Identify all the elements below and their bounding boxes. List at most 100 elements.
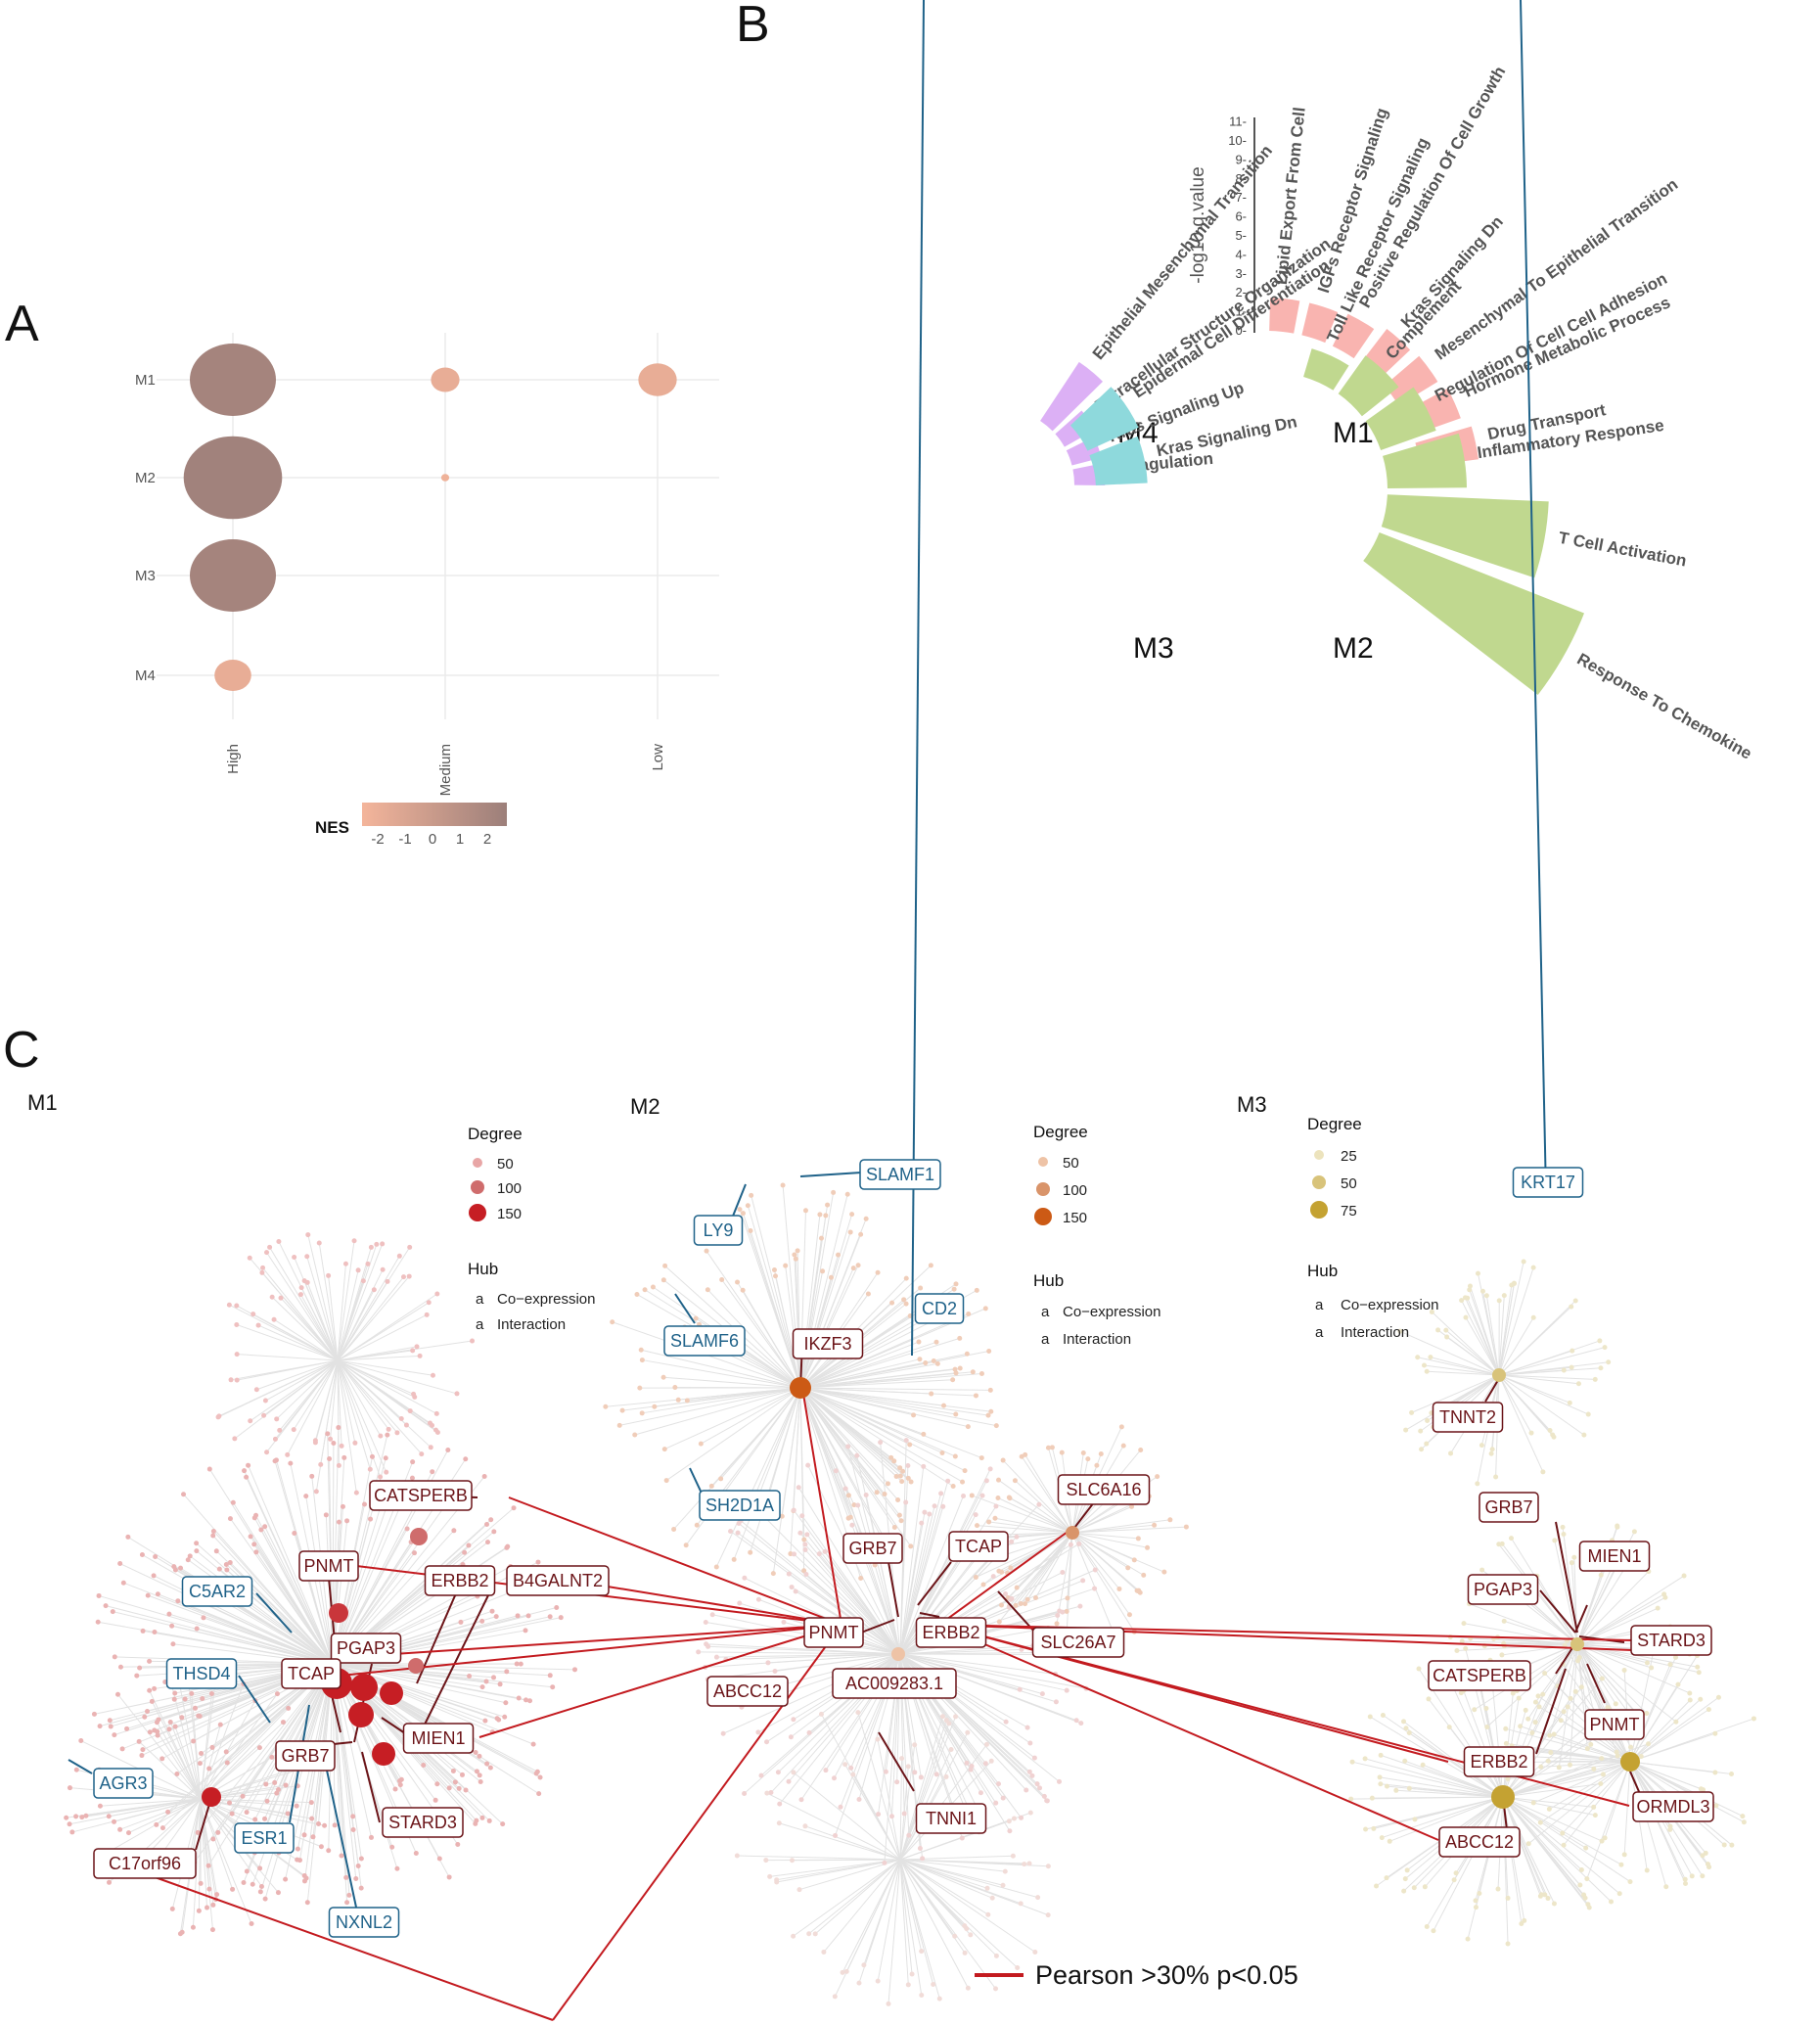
- bg-node: [1406, 1730, 1412, 1736]
- bg-edge: [1511, 1538, 1578, 1645]
- leader-m2-slamf1: [799, 1172, 862, 1177]
- bg-edge: [749, 1500, 901, 1655]
- bg-edge: [1380, 1776, 1504, 1798]
- hub-node: [891, 1647, 905, 1661]
- bg-edge: [1576, 1575, 1685, 1645]
- bg-node: [964, 1351, 970, 1357]
- bg-edge: [685, 1387, 801, 1546]
- bg-node: [845, 1444, 851, 1450]
- bg-node: [272, 1779, 278, 1785]
- bg-node: [1598, 1572, 1604, 1578]
- gene-label-m3-erbb2: ERBB2: [1470, 1752, 1527, 1772]
- bg-node: [210, 1836, 216, 1842]
- bg-edge: [899, 1859, 988, 1889]
- bg-edge: [1071, 1532, 1144, 1576]
- leader-m1-thsd4: [238, 1675, 271, 1724]
- bg-node: [1463, 1645, 1469, 1651]
- bg-edge: [1382, 1796, 1504, 1839]
- bg-node: [1080, 1450, 1086, 1456]
- gene-box-m3-grb7: [1479, 1492, 1539, 1523]
- bg-node: [961, 1493, 967, 1498]
- x-tick-label: Medium: [437, 744, 454, 796]
- bg-edge: [857, 1712, 901, 1861]
- hub-node: [408, 1658, 424, 1674]
- bg-edge: [237, 1354, 339, 1361]
- bar-m2-0: [1303, 348, 1349, 391]
- bg-edge: [1502, 1796, 1581, 1886]
- bg-node: [1475, 1270, 1480, 1276]
- bg-node: [223, 1749, 229, 1755]
- bg-node: [1409, 1409, 1415, 1415]
- bg-node: [817, 1212, 823, 1218]
- bg-node: [1152, 1522, 1158, 1528]
- bg-node: [397, 1778, 403, 1784]
- bg-node: [248, 1418, 253, 1424]
- gene-label-m1-esr1: ESR1: [241, 1828, 287, 1848]
- corr-line: [392, 1624, 842, 1655]
- bg-node: [488, 1517, 494, 1523]
- bg-node: [1558, 1718, 1564, 1724]
- bg-node: [477, 1772, 482, 1778]
- bg-node: [1696, 1670, 1702, 1676]
- bg-node: [73, 1814, 79, 1819]
- bg-node: [244, 1810, 250, 1816]
- bg-node: [708, 1483, 714, 1489]
- bg-edge: [1399, 1330, 1500, 1376]
- bg-node: [1446, 1725, 1452, 1730]
- bg-node: [941, 1403, 947, 1408]
- bg-node: [1054, 1621, 1060, 1627]
- hub-coexp-label: Co−expression: [1063, 1304, 1160, 1320]
- bg-node: [1057, 1778, 1063, 1784]
- bg-node: [394, 1430, 400, 1436]
- bg-node: [1518, 1724, 1524, 1729]
- bg-edge: [793, 1772, 901, 1861]
- bg-node: [341, 1454, 347, 1460]
- bg-node: [1621, 1852, 1627, 1858]
- bg-node: [1505, 1776, 1511, 1782]
- bg-node: [1488, 1450, 1494, 1456]
- bg-node: [917, 1357, 923, 1362]
- bg-edge: [1576, 1643, 1677, 1723]
- bg-edge: [1502, 1796, 1596, 1817]
- bg-node: [771, 1267, 777, 1273]
- bg-node: [1615, 1523, 1620, 1529]
- bg-edge: [1548, 1760, 1631, 1763]
- bg-node: [195, 1829, 201, 1835]
- bg-node: [1036, 1501, 1042, 1507]
- bg-edge: [138, 1740, 202, 1800]
- bg-edge: [1498, 1361, 1609, 1376]
- bg-node: [327, 1455, 333, 1461]
- bg-node: [1401, 1888, 1407, 1894]
- bg-node: [748, 1227, 753, 1233]
- bg-node: [481, 1474, 487, 1480]
- bg-node: [192, 1705, 198, 1711]
- hub-coexp-label: Co−expression: [1341, 1297, 1438, 1313]
- bg-node: [734, 1853, 740, 1859]
- bg-node: [1348, 1796, 1354, 1802]
- y-tick-label: M2: [135, 470, 156, 486]
- bg-edge: [799, 1387, 991, 1391]
- gene-box-m1-catsperb: [369, 1480, 473, 1511]
- bg-edge: [1576, 1643, 1691, 1694]
- bg-node: [1599, 1838, 1605, 1844]
- bg-edge: [1424, 1364, 1500, 1376]
- bg-node: [804, 1532, 810, 1538]
- bg-node: [774, 1879, 780, 1885]
- bg-node: [1126, 1612, 1132, 1618]
- bg-edge: [799, 1387, 944, 1406]
- bg-edge: [337, 1293, 438, 1361]
- bg-node: [694, 1522, 700, 1528]
- bg-edge: [793, 1859, 901, 1937]
- bg-node: [1167, 1517, 1173, 1523]
- bg-node: [155, 1728, 160, 1734]
- bg-node: [776, 1820, 782, 1826]
- degree-swatch: [1034, 1208, 1052, 1225]
- degree-swatch: [1038, 1157, 1048, 1167]
- bg-node: [928, 1263, 933, 1268]
- bg-node: [1489, 1447, 1495, 1452]
- gene-box-m1-grb7: [275, 1740, 336, 1772]
- bg-edge: [899, 1859, 913, 1975]
- bg-edge: [715, 1387, 801, 1568]
- bg-node: [291, 1427, 296, 1433]
